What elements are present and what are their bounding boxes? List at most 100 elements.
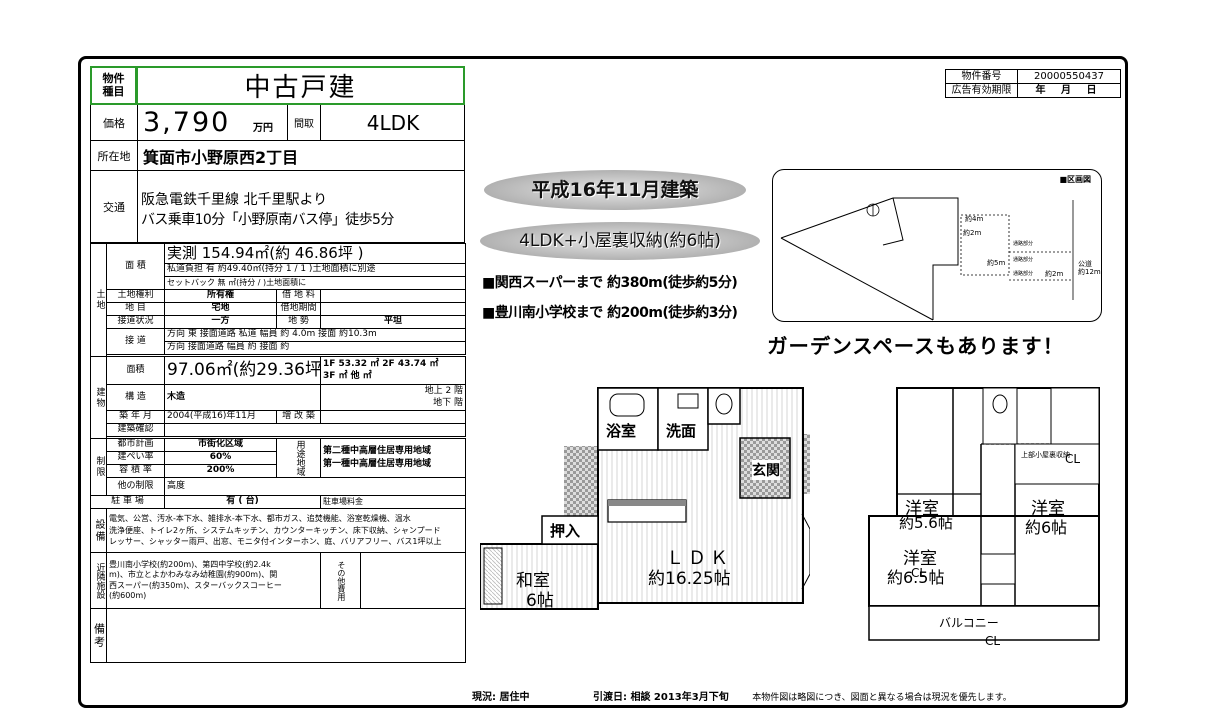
land-category-label: 地 目 [106,302,165,316]
price-unit: 万円 [253,123,273,134]
price-row: 価格 3,790 万円 間取 4LDK [90,105,465,141]
extension-value [319,410,467,424]
road-2: 方向 接面道路 幅員 約 接面 約 [163,341,467,355]
room-2f-2-size: 約6帖 [1025,518,1068,537]
built-value: 2004(平成16)年11月 [164,410,277,424]
far-value: 200% [164,464,277,478]
facilities-line-1: 電気、公営、汚水-本下水、雑排水-本下水、都市ガス、追焚機能、浴室乾燥機、温水 [109,514,411,524]
lease-fee-label: 借 地 料 [276,289,321,303]
room-closet: 押入 [550,522,581,540]
room-2f-3: 洋室 [903,549,937,569]
access-row: 交通 阪急電鉄千里線 北千里駅より バス乗車10分「小野原南バス停」徒歩5分 [90,171,465,243]
nearby-line-3: 西スーパー(約350m)、スターバックスコーヒー [109,580,282,590]
room-2f-1-size: 約5.6帖 [899,514,953,532]
access-line-2: バス乗車10分「小野原南バス停」徒歩5分 [141,212,394,228]
flyer-frame [78,56,1128,708]
road-status-label: 接道状況 [106,315,165,329]
room-washroom: 洗面 [666,420,697,441]
map-passage-3: 通路部分 [1013,271,1034,277]
building-section-label: 建物 [90,356,107,439]
floor-plan-2f: 洋室 約5.6帖 CL CL CL 上部小屋裏収納 洋室 約6帖 洋室 約6.5… [865,384,1105,648]
room-entrance: 玄関 [752,460,780,480]
layout-label: 間取 [294,119,314,130]
detail-table: 土地 面 積 実測 154.94㎡(約 46.86坪 ) 私道負担 有 約49.… [90,243,467,702]
map-length-1: 約4m [965,215,984,223]
closet-2: CL [1065,452,1081,466]
map-passage-2: 通路部分 [1013,257,1034,263]
footer-status: 現況: 居住中 [472,692,530,703]
parking-label: 駐 車 場 [90,495,165,509]
garden-note: ガーデンスペースもあります！ [767,334,1065,358]
lot-map-drawing [780,197,1074,321]
lease-term-value [319,302,467,316]
access-road-label: 接 道 [106,328,165,355]
attic-storage: 上部小屋裏収納 [1021,451,1070,459]
nearby-line-4: (約600m) [109,590,147,600]
zone-1: 第二種中高層住居専用地域 [323,446,432,457]
built-banner: 平成16年11月建築 [484,170,746,210]
floor-plan-2f-drawing [868,387,1100,641]
room-2f-3-size: 約6.5帖 [887,568,945,587]
zone-label: 用途地域 [276,438,321,478]
city-plan-label: 都市計画 [106,438,165,452]
address-label: 所在地 [97,149,131,163]
map-length-4: 約2m [1045,270,1064,278]
room-washitsu: 和室 [516,571,550,591]
layout-value: 4LDK [366,110,420,135]
setback: セットバック 無 ㎡(持分 / )土地面積に [163,276,467,290]
kind-label: 物件 種目 [90,66,137,105]
floors: 地上 2 階 [424,385,464,396]
nearby-line-1: 豊川南小学校(約200m)、第四中学校(約2.4k [109,559,271,569]
built-label: 築 年 月 [106,410,165,424]
other-restriction-value: 高度 [163,477,467,496]
footer-delivery: 引渡日: 相談 2013年3月下旬 [592,692,729,703]
land-category-value: 宅地 [164,302,277,316]
road-status-value: 一方 [164,315,277,329]
room-bath: 浴室 [606,420,637,441]
lot-map: ■区画図 約4m 約2m 約5m 約2m 公道 約12m 通路部分 通路部分 通… [772,169,1102,322]
closet-3: CL [985,634,1001,648]
facilities-label: 設備 [90,508,107,553]
confirm-value [163,423,467,437]
room-washitsu-size: 6帖 [526,591,554,611]
balcony: バルコニー [939,616,999,630]
footer-note: 本物件図は略図につき、図面と異なる場合は現況を優先します。 [752,693,1012,703]
map-length-2: 約2m [963,229,982,237]
room-ldk-size: 約16.25帖 [648,569,731,589]
parking-fee-label: 駐車場料金 [319,495,467,509]
kind-value: 中古戸建 [136,66,465,105]
access-label: 交通 [103,200,125,214]
land-right-value: 所有権 [164,289,277,303]
price-label: 価格 [103,116,125,130]
far-label: 容 積 率 [106,464,165,478]
price-value: 3,790 [143,107,231,138]
room-ldk: ＬＤＫ [666,548,732,569]
nearby-line-2: m)、市立とよかわみなみ幼稚園(約900m)、関 [109,570,278,580]
facilities-line-3: レッサー、シャッター雨戸、出窓、モニタ付インターホン、庭、バリアフリー、バス1坪… [109,537,442,547]
land-area-value: 実測 154.94㎡(約 46.86坪 ) [163,243,467,264]
map-passage-1: 通路部分 [1013,241,1034,247]
private-road: 私道負担 有 約49.40㎡(持分 1 / 1 )土地面積に別途 [163,263,467,277]
zone-2: 第一種中高層住居専用地域 [323,459,432,469]
road-1: 方向 東 接面道路 私道 幅員 約 4.0m 接面 約10.3m [163,328,467,342]
land-area-label: 面 積 [106,243,165,290]
valid-label: 広告有効期限 [945,83,1018,98]
floor-plan-1f-drawing [479,387,811,610]
address-row: 所在地 箕面市小野原西2丁目 [90,141,465,171]
land-section-label: 土地 [90,243,107,357]
map-legend: ■区画図 [1059,175,1091,184]
map-public-road: 公道 約12m [1078,260,1101,277]
closet-1: CL [911,566,927,580]
id-value: 20000550437 [1017,69,1121,84]
other-restriction-label: 他の制限 [106,477,165,496]
nearby-school: ■豊川南小学校まで 約200m(徒歩約3分) [482,305,738,321]
address-value: 箕面市小野原西2丁目 [143,147,299,167]
restriction-section-label: 制限 [90,438,107,496]
right-panel: 物件番号 20000550437 広告有効期限 年 月 日 平成16年11月建築… [470,66,1121,703]
lease-term-label: 借地期間 [276,302,321,316]
spec-sheet: 物件 種目 中古戸建 価格 3,790 万円 間取 4LDK 所在地 箕面市小野… [90,66,467,702]
structure-label: 構 造 [106,384,165,411]
lease-fee-value [319,289,467,303]
building-area-value: 97.06㎡(約29.36坪 ) [164,356,321,385]
floor-plan-1f: 浴室 洗面 玄関 押入 ＬＤＫ 約16.25帖 和室 6帖 [479,384,811,619]
